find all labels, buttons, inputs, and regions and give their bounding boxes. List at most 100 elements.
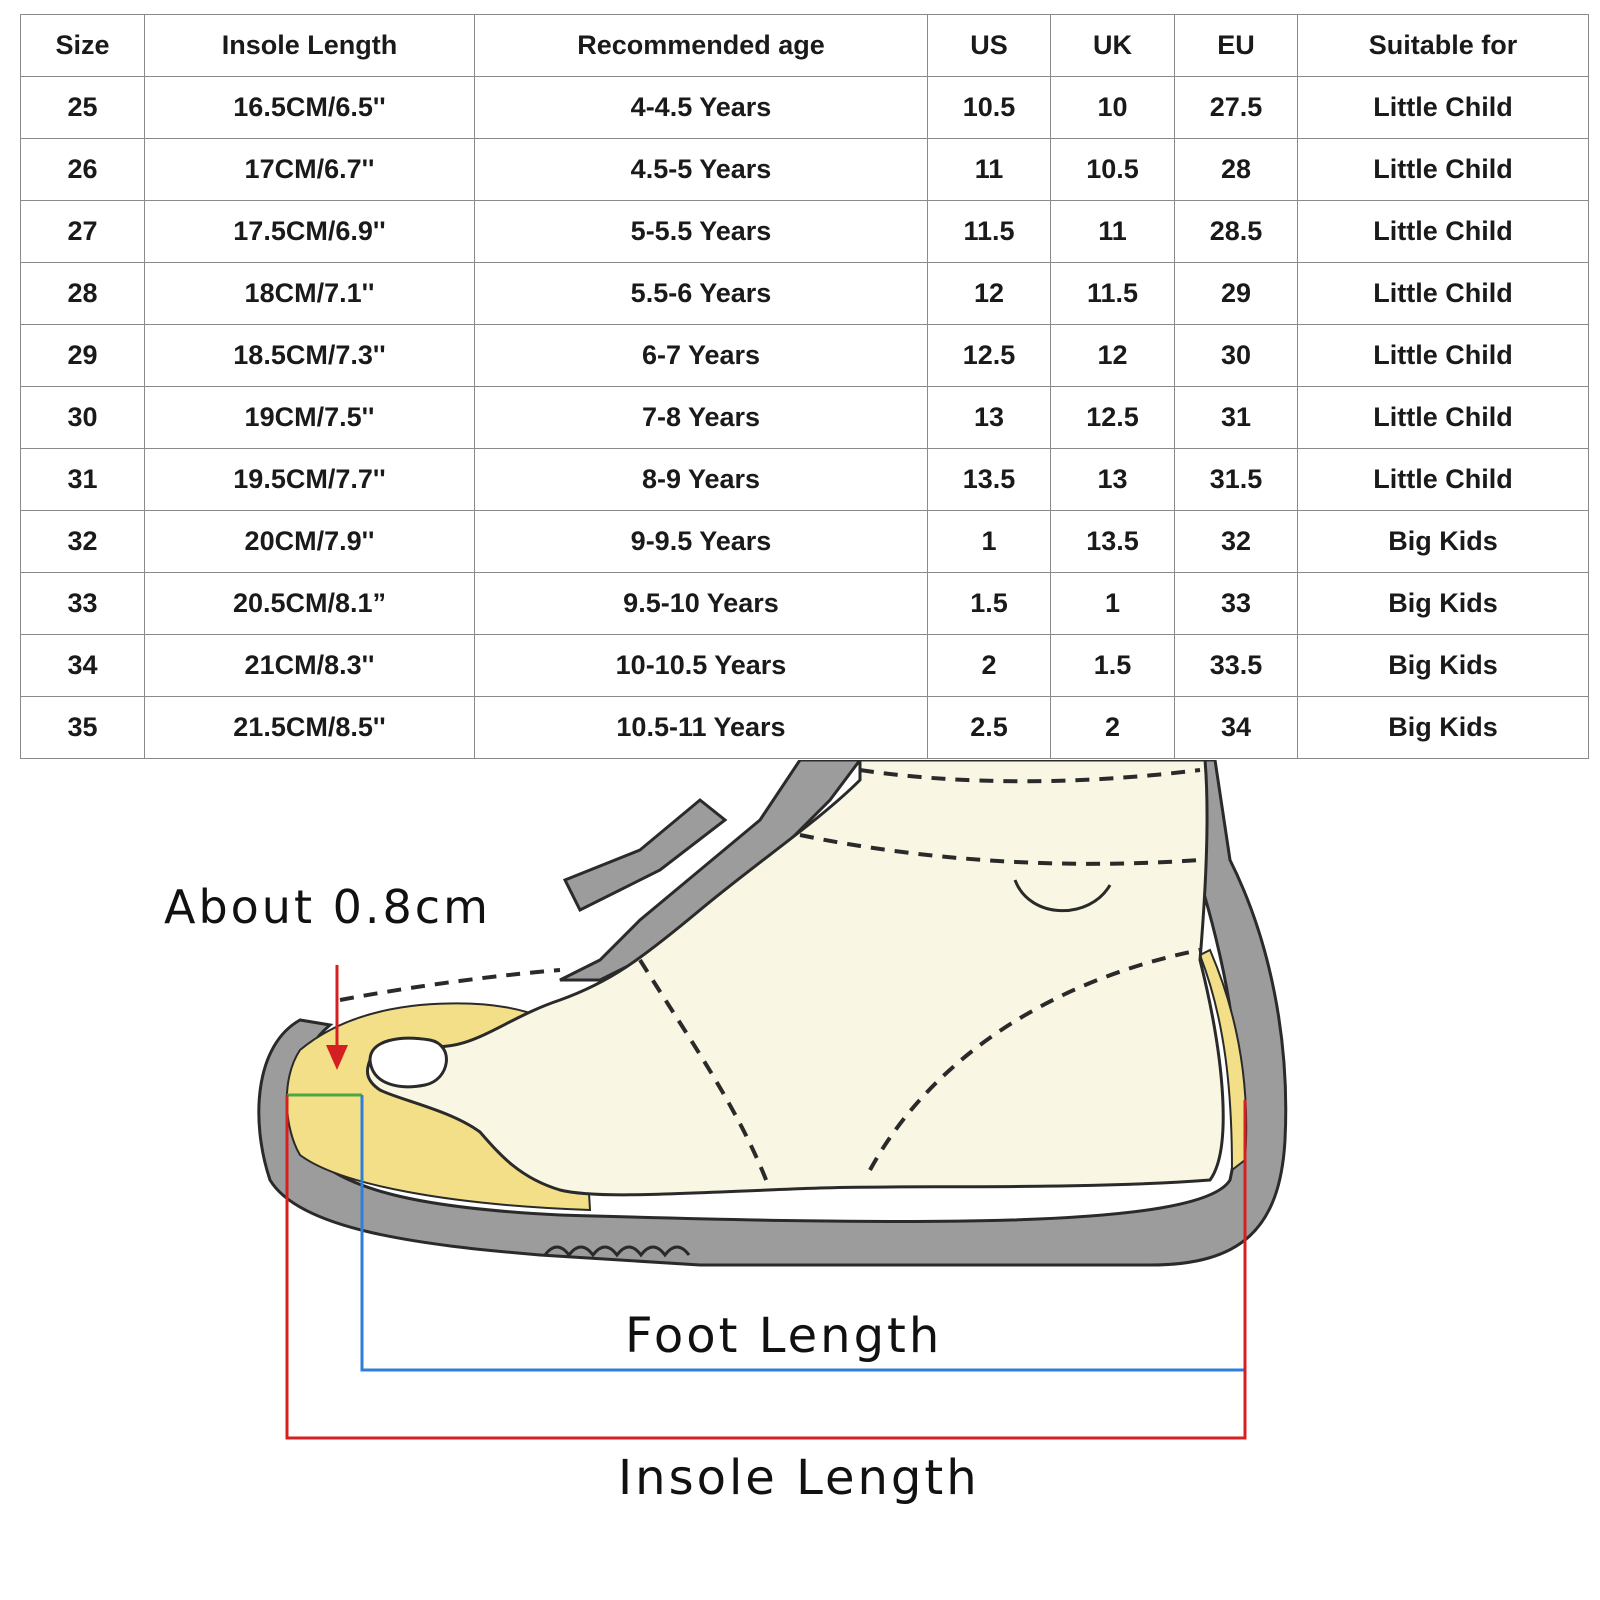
cell-recommended-age: 4.5-5 Years (474, 138, 928, 201)
cell-size: 34 (20, 634, 145, 697)
cell-insole-length: 21.5CM/8.5'' (144, 696, 475, 759)
cell-suitable-for: Big Kids (1297, 634, 1589, 697)
cell-eu: 33 (1174, 572, 1298, 635)
cell-size: 28 (20, 262, 145, 325)
cell-size: 26 (20, 138, 145, 201)
cell-insole-length: 20CM/7.9'' (144, 510, 475, 573)
cell-size: 25 (20, 76, 145, 139)
insole-heel-padding (1198, 948, 1248, 1173)
cell-uk: 11.5 (1050, 262, 1175, 325)
cell-uk: 13 (1050, 448, 1175, 511)
cell-size: 31 (20, 448, 145, 511)
header-eu: EU (1174, 14, 1298, 77)
cell-uk: 11 (1050, 200, 1175, 263)
cell-size: 32 (20, 510, 145, 573)
insole-length-label: Insole Length (618, 1450, 980, 1506)
sock-line-heel (868, 948, 1201, 1171)
header-us: US (927, 14, 1051, 77)
toe-gap-arrowhead (326, 1045, 348, 1070)
cell-insole-length: 21CM/8.3'' (144, 634, 475, 697)
cell-us: 1 (927, 510, 1051, 573)
cell-recommended-age: 9-9.5 Years (474, 510, 928, 573)
cell-insole-length: 20.5CM/8.1” (144, 572, 475, 635)
cell-eu: 30 (1174, 324, 1298, 387)
cell-uk: 13.5 (1050, 510, 1175, 573)
cell-uk: 10 (1050, 76, 1175, 139)
cell-insole-length: 16.5CM/6.5'' (144, 76, 475, 139)
header-suitable-for: Suitable for (1297, 14, 1589, 77)
cell-suitable-for: Little Child (1297, 200, 1589, 263)
cell-us: 2.5 (927, 696, 1051, 759)
cell-us: 11 (927, 138, 1051, 201)
sock-line-top (859, 768, 1201, 784)
cell-insole-length: 19.5CM/7.7'' (144, 448, 475, 511)
cell-eu: 28.5 (1174, 200, 1298, 263)
cell-recommended-age: 5-5.5 Years (474, 200, 928, 263)
cell-size: 29 (20, 324, 145, 387)
insole-length-bracket (285, 1095, 1247, 1440)
cell-suitable-for: Big Kids (1297, 510, 1589, 573)
cell-recommended-age: 4-4.5 Years (474, 76, 928, 139)
cell-size: 27 (20, 200, 145, 263)
cell-eu: 28 (1174, 138, 1298, 201)
cell-eu: 33.5 (1174, 634, 1298, 697)
big-toe (368, 1036, 448, 1089)
cell-us: 13.5 (927, 448, 1051, 511)
cell-suitable-for: Little Child (1297, 386, 1589, 449)
cell-recommended-age: 6-7 Years (474, 324, 928, 387)
ankle-curve (1013, 879, 1112, 913)
shoe-buckle-tab (562, 798, 728, 913)
cell-insole-length: 19CM/7.5'' (144, 386, 475, 449)
cell-uk: 2 (1050, 696, 1175, 759)
cell-us: 11.5 (927, 200, 1051, 263)
header-insole-length: Insole Length (144, 14, 475, 77)
cell-recommended-age: 10.5-11 Years (474, 696, 928, 759)
cell-suitable-for: Little Child (1297, 324, 1589, 387)
cell-suitable-for: Big Kids (1297, 696, 1589, 759)
cell-suitable-for: Little Child (1297, 262, 1589, 325)
cell-insole-length: 17.5CM/6.9'' (144, 200, 475, 263)
size-chart-table: Size Insole Length Recommended age US UK… (20, 14, 1589, 759)
cell-size: 35 (20, 696, 145, 759)
cell-uk: 1 (1050, 572, 1175, 635)
sole-tread (543, 1245, 691, 1258)
toe-gap-label: About 0.8cm (164, 880, 491, 934)
cell-size: 30 (20, 386, 145, 449)
cell-suitable-for: Little Child (1297, 448, 1589, 511)
foot-length-label: Foot Length (625, 1308, 943, 1364)
cell-recommended-age: 5.5-6 Years (474, 262, 928, 325)
cell-eu: 31.5 (1174, 448, 1298, 511)
header-recommended-age: Recommended age (474, 14, 928, 77)
cell-insole-length: 18CM/7.1'' (144, 262, 475, 325)
foot (365, 760, 1225, 1197)
cell-recommended-age: 9.5-10 Years (474, 572, 928, 635)
cell-recommended-age: 7-8 Years (474, 386, 928, 449)
cell-uk: 1.5 (1050, 634, 1175, 697)
sock-line-front (638, 958, 772, 1191)
shoe-upper-dashed (339, 968, 561, 1002)
cell-us: 1.5 (927, 572, 1051, 635)
cell-uk: 10.5 (1050, 138, 1175, 201)
cell-us: 12.5 (927, 324, 1051, 387)
cell-eu: 29 (1174, 262, 1298, 325)
cell-eu: 31 (1174, 386, 1298, 449)
shoe-foot-illustration (257, 760, 1288, 1440)
cell-size: 33 (20, 572, 145, 635)
foot-measurement-diagram: About 0.8cm Foot Length Insole Length (0, 760, 1600, 1600)
header-uk: UK (1050, 14, 1175, 77)
sock-line-mid (799, 833, 1201, 866)
cell-eu: 34 (1174, 696, 1298, 759)
cell-recommended-age: 10-10.5 Years (474, 634, 928, 697)
cell-us: 2 (927, 634, 1051, 697)
cell-suitable-for: Little Child (1297, 76, 1589, 139)
